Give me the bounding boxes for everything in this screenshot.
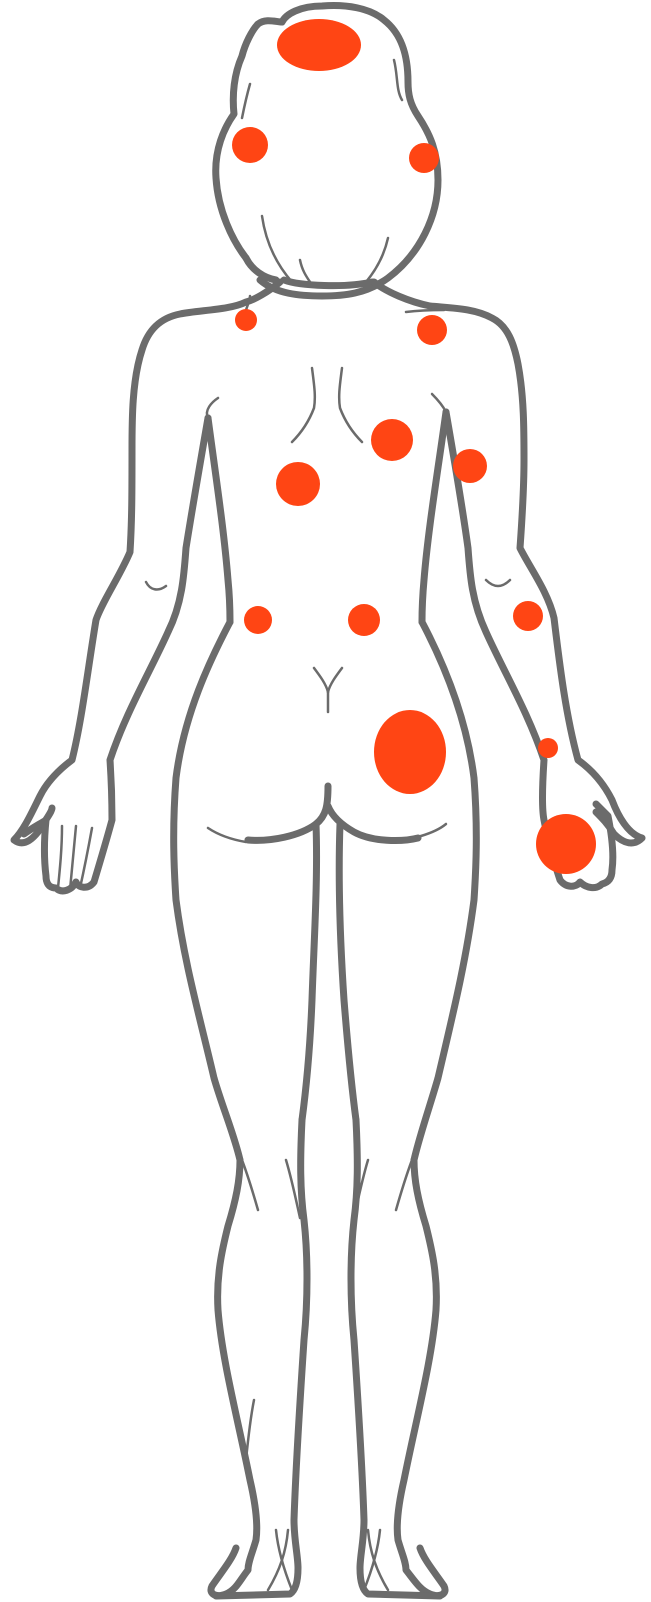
body-outline [14, 6, 642, 1596]
pain-marker-right-shoulder [417, 315, 447, 345]
pain-marker-right-mastoid [409, 143, 439, 173]
pain-marker-left-shoulder [235, 309, 257, 331]
pain-marker-left-mid-back [276, 462, 320, 506]
pain-markers [232, 19, 596, 874]
pain-marker-left-lower-back [244, 606, 272, 634]
pain-marker-right-mid-back [371, 419, 413, 461]
torso-outline [14, 282, 280, 843]
pain-marker-right-hand [536, 814, 596, 874]
pain-marker-right-buttock [374, 710, 446, 794]
pain-marker-right-upper-arm [453, 449, 487, 483]
pain-marker-crown [277, 19, 361, 71]
pain-marker-left-occiput [232, 127, 268, 163]
pain-marker-right-forearm [513, 601, 543, 631]
pain-marker-right-wrist [538, 738, 558, 758]
pain-marker-right-lower-back [348, 604, 380, 636]
